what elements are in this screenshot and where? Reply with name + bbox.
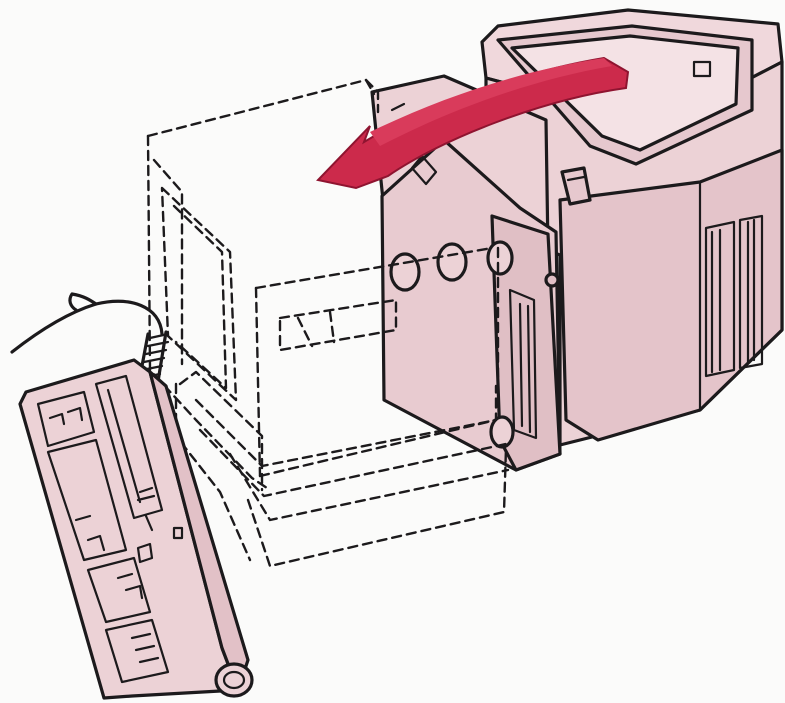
keyboard (20, 360, 252, 698)
keyboard-end-knob (216, 664, 252, 696)
